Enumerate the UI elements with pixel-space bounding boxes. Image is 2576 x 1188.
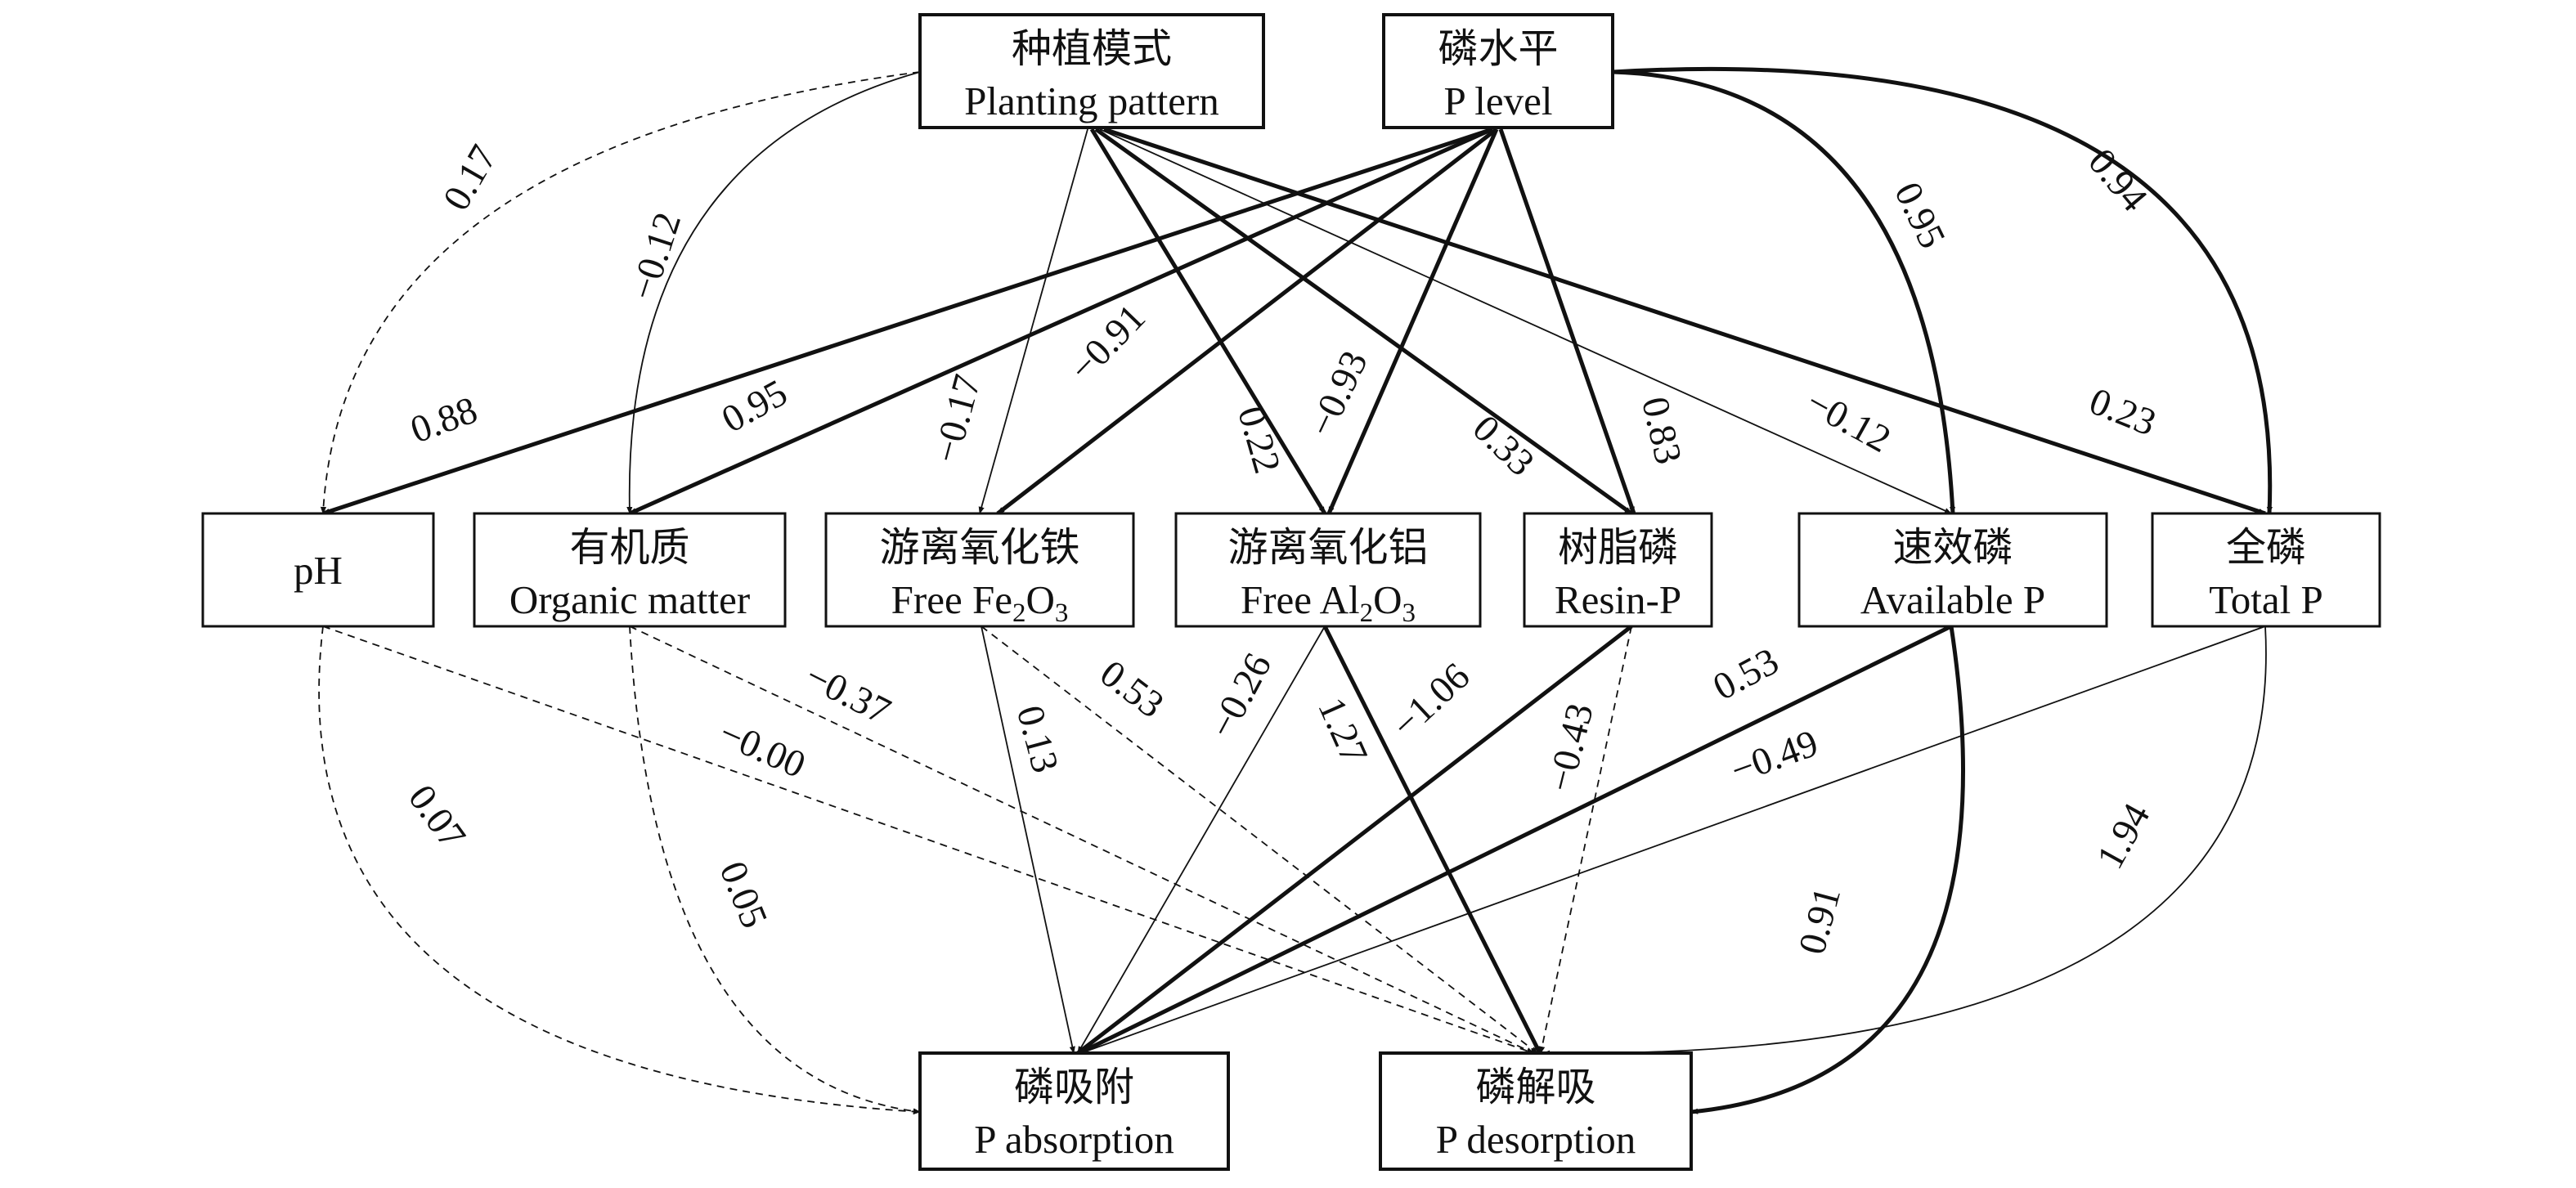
node-box (1523, 512, 1713, 628)
coefficient-plevel-to-fe: −0.91 (1061, 296, 1154, 389)
coefficient-plevel-to-avail: 0.95 (1886, 176, 1954, 255)
path-arrow-plevel-to-om (628, 127, 1494, 516)
path-arrow-planting-to-avail (1099, 128, 1952, 514)
coefficient-om-to-absorb: 0.05 (711, 856, 775, 935)
node-label-zh: 全磷 (2226, 525, 2306, 570)
node-box (1174, 512, 1482, 628)
path-arrow-avail-to-desorb (1690, 625, 1965, 1114)
node-box (1382, 13, 1614, 129)
coefficient-planting-to-fe: −0.17 (925, 370, 989, 468)
coefficient-ph-to-absorb: 0.07 (400, 778, 473, 857)
coefficient-plevel-to-ph: 0.88 (405, 388, 482, 451)
node-label-zh: 磷水平 (1438, 26, 1558, 71)
node-label-zh: 游离氧化铝 (1227, 525, 1428, 570)
node-label-en: Organic matter (509, 577, 750, 622)
path-arrow-resin-to-desorb (1539, 625, 1632, 1054)
node-label-en: Total P (2209, 577, 2323, 622)
path-arrow-planting-to-ph (320, 71, 921, 514)
path-arrow-plevel-to-fe (996, 128, 1498, 515)
path-arrow-al-to-desorb (1322, 625, 1542, 1055)
node-label-en: P desorption (1436, 1117, 1636, 1162)
path-arrow-total-to-absorb (1080, 625, 2266, 1054)
coefficient-planting-to-al: 0.22 (1229, 401, 1289, 477)
node-avail: 速效磷 Available P (1797, 512, 2108, 628)
node-label-en: Free Fe2O3 (891, 577, 1069, 628)
node-label-en: Planting pattern (964, 78, 1219, 123)
node-label-zh: 有机质 (569, 525, 689, 570)
node-box (918, 13, 1265, 129)
path-arrow-om-to-desorb (629, 625, 1534, 1054)
path-arrow-plevel-to-total (1612, 66, 2273, 514)
node-ph: pH (201, 512, 435, 628)
node-box (473, 512, 787, 628)
path-arrow-total-to-desorb (1542, 625, 2267, 1056)
path-arrow-plevel-to-avail (1612, 69, 1956, 514)
node-om: 有机质 Organic matter (473, 512, 787, 628)
coefficient-total-to-desorb: 1.94 (2089, 796, 2158, 876)
node-resin: 树脂磷 Resin-P (1523, 512, 1713, 628)
path-arrow-planting-to-fe (978, 128, 1088, 514)
coefficient-planting-to-avail: −0.12 (1799, 381, 1897, 461)
path-arrow-ph-to-absorb (318, 625, 921, 1115)
path-arrow-planting-to-resin (1094, 127, 1633, 516)
path-arrow-resin-to-absorb (1076, 625, 1633, 1055)
node-desorb: 磷解吸 P desorption (1379, 1051, 1693, 1171)
coefficient-resin-to-absorb: −1.06 (1384, 655, 1478, 746)
node-label-zh: 速效磷 (1892, 525, 2013, 570)
path-arrow-avail-to-absorb (1078, 624, 1953, 1056)
node-label-zh: 磷解吸 (1475, 1065, 1595, 1110)
coefficient-total-to-absorb: −0.49 (1726, 722, 1824, 792)
node-absorb: 磷吸附 P absorption (918, 1051, 1230, 1171)
node-label-zh: 树脂磷 (1558, 525, 1678, 570)
node-label-en: Resin-P (1555, 577, 1681, 622)
path-arrow-planting-to-om (626, 71, 921, 514)
node-box (1379, 1051, 1693, 1171)
coefficient-planting-to-resin: 0.33 (1465, 407, 1542, 485)
path-arrow-ph-to-desorb (322, 625, 1534, 1054)
path-arrow-fe-to-absorb (981, 625, 1075, 1054)
node-label-en: Available P (1860, 577, 2045, 622)
coefficient-fe-to-desorb: 0.53 (1093, 652, 1172, 727)
node-label-en: P absorption (974, 1117, 1174, 1162)
node-box (2151, 512, 2381, 628)
node-planting: 种植模式 Planting pattern (918, 13, 1265, 129)
node-box (824, 512, 1135, 628)
coefficient-fe-to-absorb: 0.13 (1008, 702, 1067, 778)
path-arrow-om-to-absorb (629, 625, 921, 1114)
node-box (918, 1051, 1230, 1171)
path-arrow-plevel-to-al (1326, 128, 1499, 514)
coefficient-avail-to-desorb: 0.91 (1791, 883, 1850, 959)
node-al: 游离氧化铝 Free Al2O3 (1174, 512, 1482, 628)
node-label-zh: 种植模式 (1012, 26, 1172, 71)
node-total: 全磷 Total P (2151, 512, 2381, 628)
coefficient-al-to-absorb: −0.26 (1200, 647, 1280, 745)
coefficient-om-to-desorb: −0.37 (799, 655, 898, 733)
coefficient-avail-to-absorb: 0.53 (1706, 639, 1785, 709)
node-box (1797, 512, 2108, 628)
path-arrow-al-to-absorb (1077, 625, 1326, 1054)
path-arrow-plevel-to-ph (322, 127, 1493, 516)
variable-boxes: 种植模式 Planting pattern 磷水平 P level pH 有机质 Organ… (201, 13, 2381, 1171)
coefficient-ph-to-desorb: −0.00 (713, 711, 812, 787)
path-arrows (318, 66, 2273, 1115)
coefficient-planting-to-total: 0.23 (2084, 380, 2162, 445)
node-box (201, 512, 435, 628)
node-label-zh: 磷吸附 (1014, 1065, 1134, 1110)
path-arrow-plevel-to-resin (1498, 128, 1636, 514)
node-label-zh: 游离氧化铁 (879, 525, 1079, 570)
path-arrow-planting-to-al (1089, 128, 1327, 515)
node-label-en: P level (1444, 78, 1553, 123)
node-label-en: Free Al2O3 (1241, 577, 1416, 628)
coefficient-resin-to-desorb: −0.43 (1539, 699, 1602, 796)
coefficient-plevel-to-total: 0.94 (2080, 141, 2156, 219)
node-label-en: pH (294, 548, 343, 593)
coefficient-plevel-to-resin: 0.83 (1633, 393, 1690, 468)
node-fe: 游离氧化铁 Free Fe2O3 (824, 512, 1135, 628)
node-plevel: 磷水平 P level (1382, 13, 1614, 129)
coefficient-planting-to-ph: 0.17 (435, 138, 505, 217)
